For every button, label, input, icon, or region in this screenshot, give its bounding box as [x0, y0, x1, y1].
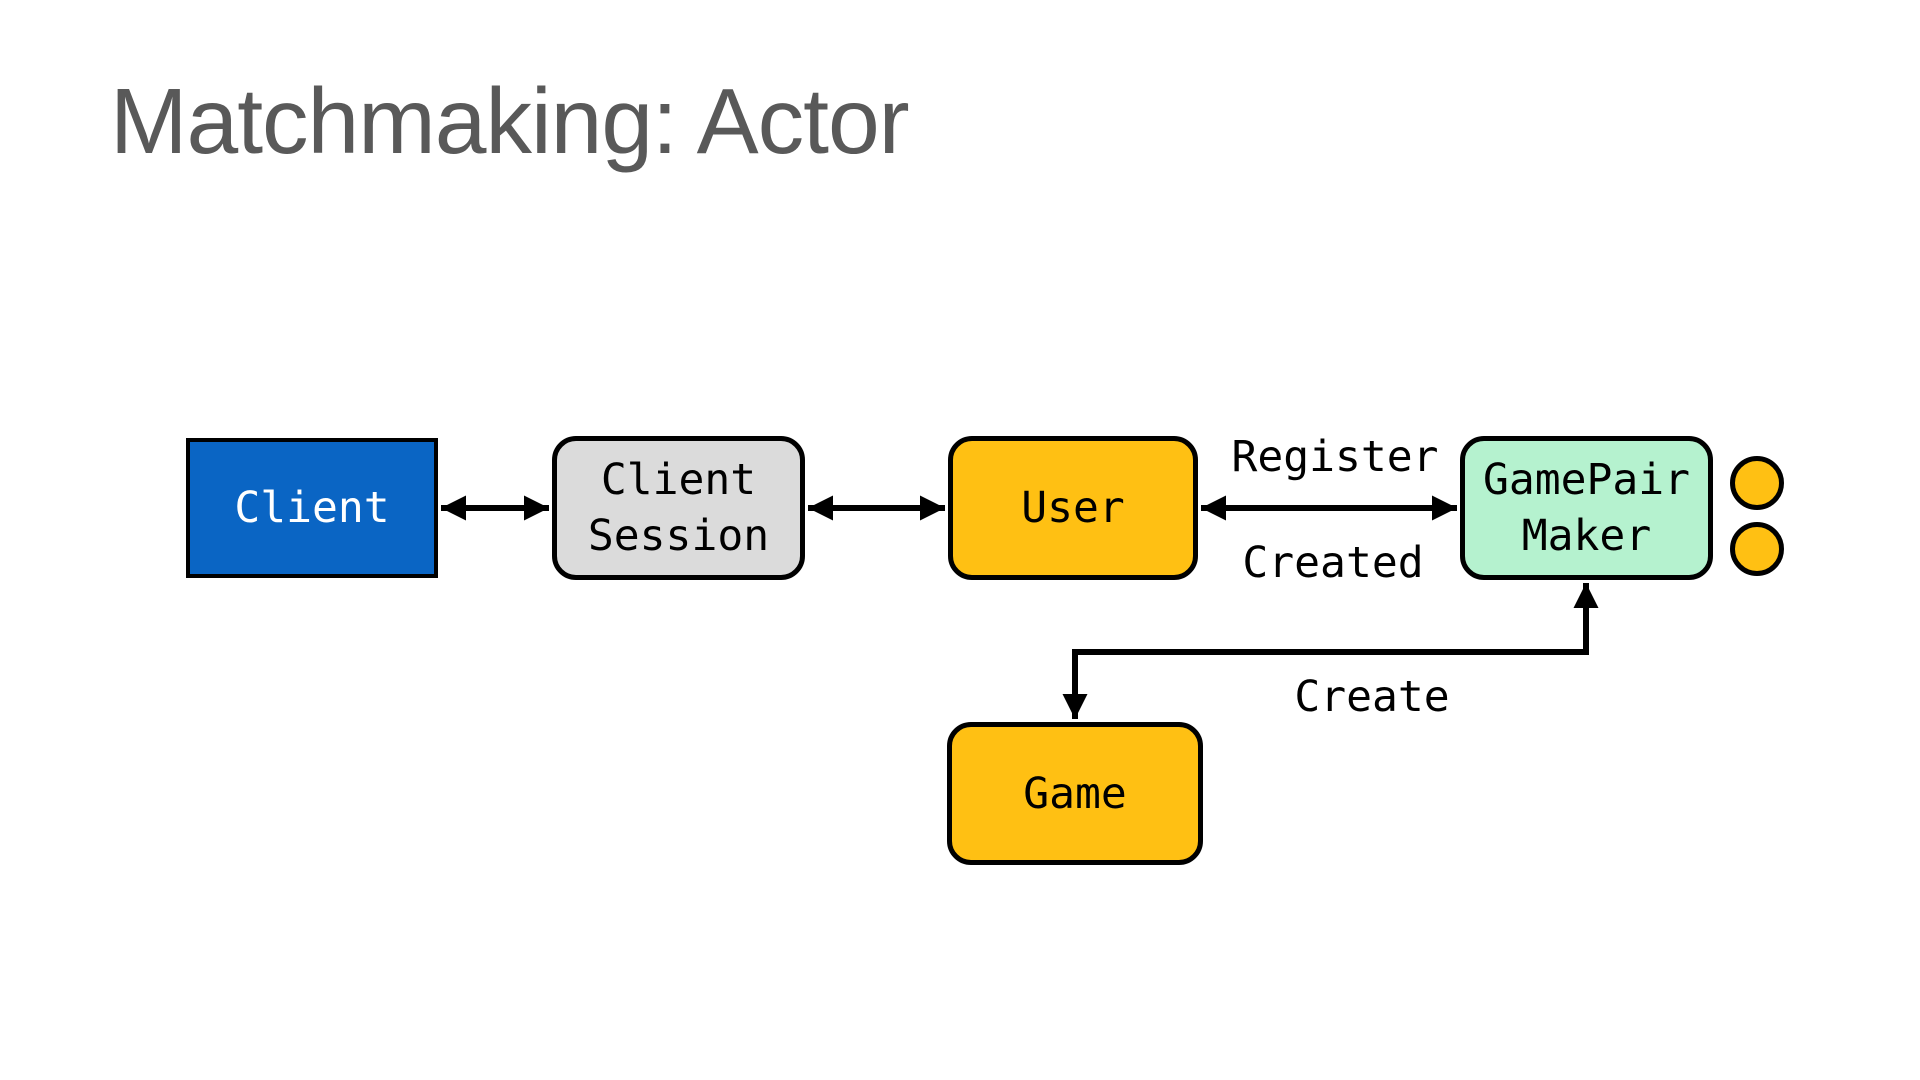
node-user: User — [948, 436, 1198, 580]
node-user-label: User — [1021, 483, 1125, 533]
slide-title: Matchmaking: Actor — [110, 69, 910, 173]
edge-label-created: Created — [1242, 538, 1424, 588]
node-client-label: Client — [234, 483, 390, 533]
edge-label-create: Create — [1294, 672, 1450, 722]
node-gamepair-maker-label-line2: Maker — [1521, 511, 1652, 561]
edge-label-register: Register — [1231, 432, 1439, 482]
actor-instance-circle — [1730, 456, 1784, 510]
node-gamepair-maker: GamePair Maker — [1460, 436, 1713, 580]
node-client: Client — [186, 438, 438, 578]
node-gamepair-maker-label-line1: GamePair — [1482, 455, 1691, 505]
actor-instance-circle — [1730, 522, 1784, 576]
node-client-session-label-line2: Session — [587, 511, 770, 561]
node-game: Game — [947, 722, 1203, 865]
node-client-session-label-line1: Client — [600, 455, 757, 505]
node-client-session: Client Session — [552, 436, 805, 580]
node-game-label: Game — [1023, 768, 1127, 819]
